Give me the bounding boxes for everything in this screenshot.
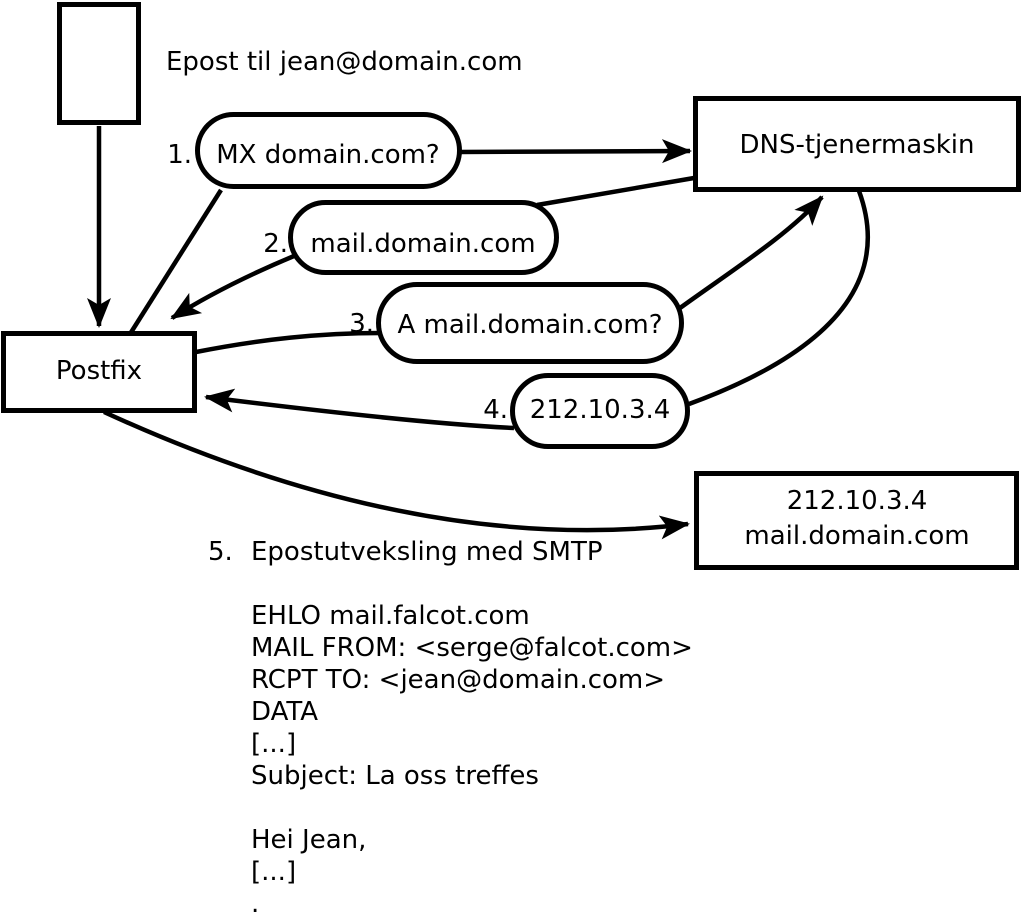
- postfix-node: [1, 331, 197, 413]
- smtp-line: [...]: [251, 729, 296, 759]
- smtp-line: DATA: [251, 697, 318, 727]
- smtp-line: .: [251, 889, 259, 919]
- postfix-label: Postfix: [56, 356, 142, 386]
- step5-number: 5.: [208, 537, 233, 567]
- smtp-line: RCPT TO: <jean@domain.com>: [251, 665, 665, 695]
- step5-label: Epostutveksling med SMTP: [251, 537, 603, 567]
- step4-bubble: [510, 373, 690, 449]
- step1-bubble: [195, 112, 462, 189]
- arrow-step1-to-dns: [457, 139, 692, 164]
- step4-label: 212.10.3.4: [530, 395, 671, 425]
- arrow-postfix-to-mailserver: [103, 409, 690, 540]
- step2-number: 2.: [263, 229, 288, 259]
- step4-number: 4.: [483, 395, 508, 425]
- dns-server-label: DNS-tjenermaskin: [739, 130, 974, 160]
- arrow-step2-to-postfix: [170, 253, 295, 320]
- mail-server-ip: 212.10.3.4: [787, 486, 928, 516]
- email-envelope-node: [57, 2, 141, 125]
- smtp-line: Subject: La oss treffes: [251, 761, 539, 791]
- smtp-line: MAIL FROM: <serge@falcot.com>: [251, 633, 693, 663]
- step2-label: mail.domain.com: [310, 229, 535, 259]
- step1-label: MX domain.com?: [216, 140, 439, 170]
- diagram-title: Epost til jean@domain.com: [166, 47, 523, 77]
- smtp-session-text: EHLO mail.falcot.com MAIL FROM: <serge@f…: [251, 601, 693, 919]
- step3-label: A mail.domain.com?: [398, 310, 663, 340]
- dns-server-node: [693, 96, 1021, 192]
- smtp-line: Hei Jean,: [251, 825, 366, 855]
- connector-dns-to-step2: [536, 175, 695, 208]
- smtp-line: [...]: [251, 857, 296, 887]
- connector-postfix-to-step3: [195, 330, 383, 355]
- step1-number: 1.: [167, 140, 192, 170]
- arrow-step4-to-postfix: [204, 388, 515, 431]
- connector-postfix-to-step1: [128, 188, 223, 336]
- smtp-line: EHLO mail.falcot.com: [251, 601, 530, 631]
- mail-server-node: [694, 471, 1019, 570]
- connector-dns-to-step4: [688, 190, 871, 407]
- step3-number: 3.: [349, 309, 374, 339]
- mail-server-hostname: mail.domain.com: [744, 521, 969, 551]
- step2-bubble: [288, 200, 559, 275]
- step3-bubble: [376, 282, 684, 364]
- arrow-step3-to-dns: [678, 195, 824, 310]
